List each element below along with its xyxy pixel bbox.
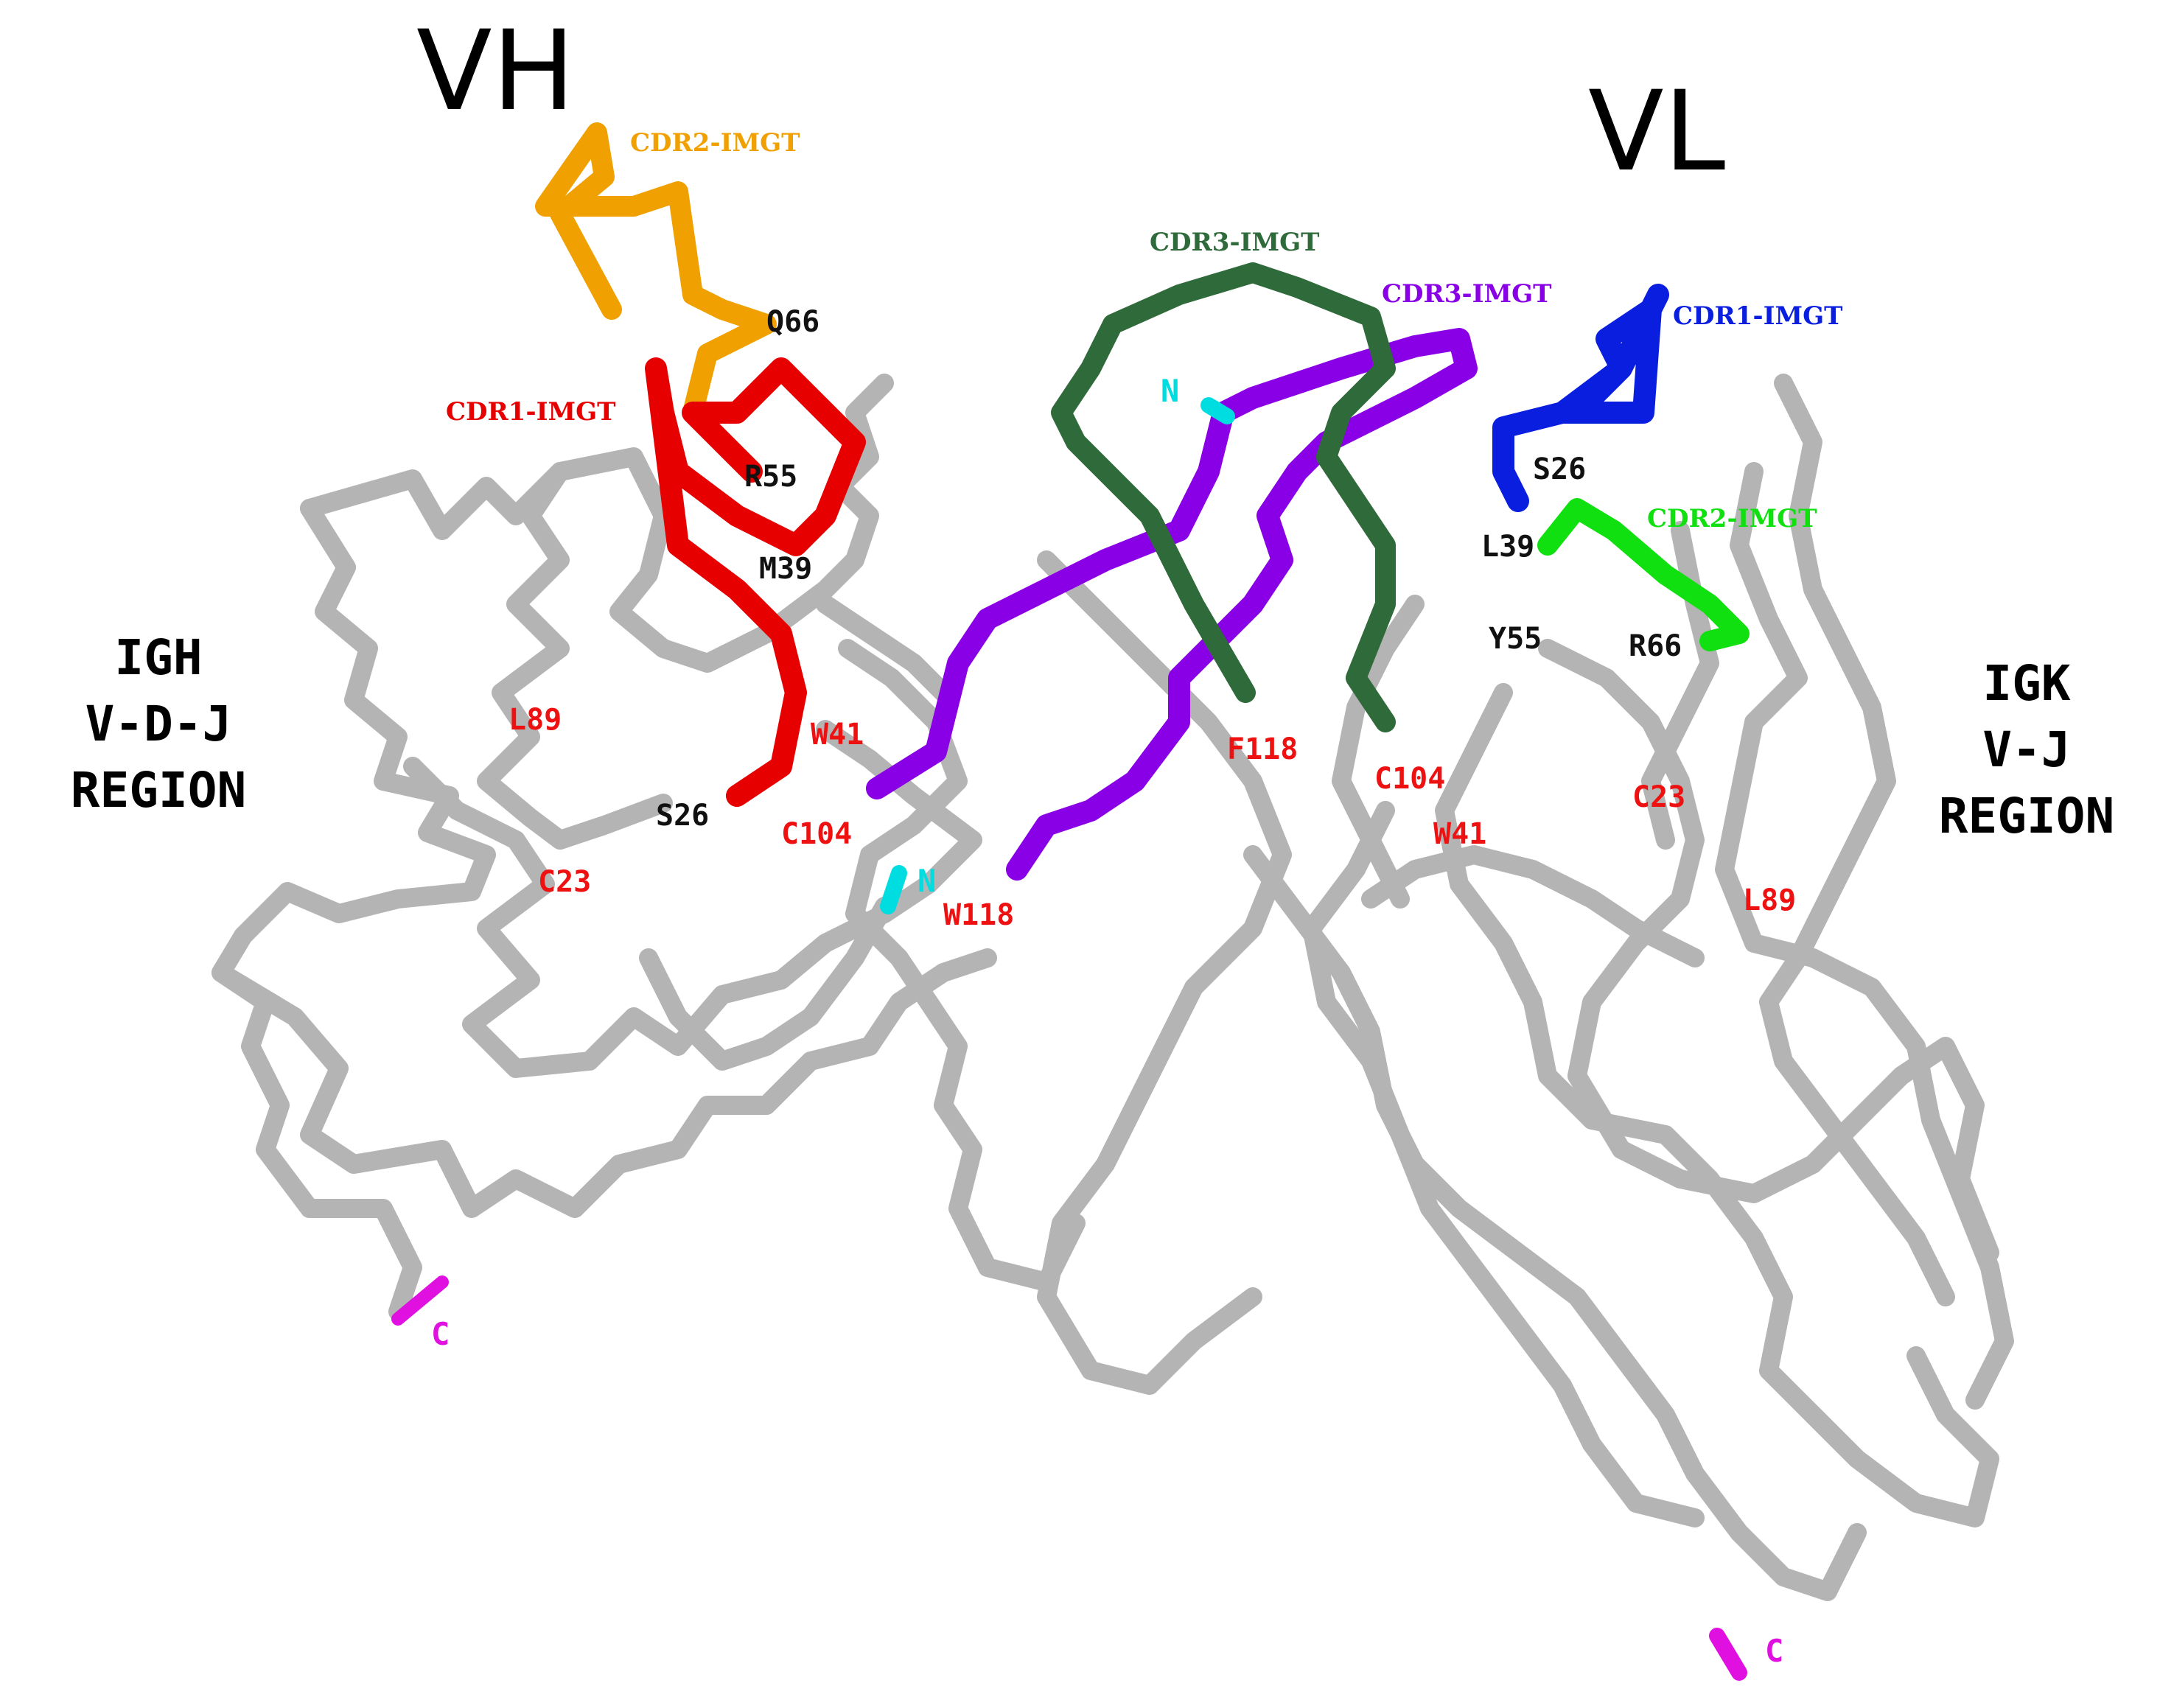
vl-n-terminus-label: N <box>1161 373 1179 409</box>
vl-c-terminus-marker <box>1709 1628 1747 1681</box>
igh-region-line-2: V-D-J <box>85 696 232 752</box>
vh-cdr1-label: CDR1-IMGT <box>446 397 615 427</box>
vl-cdr3-loop <box>1051 262 1396 732</box>
vh-c-terminus-label: C <box>431 1316 450 1352</box>
igk-region-label: IGK V-J REGION <box>1939 655 2114 844</box>
vh-cdr3-loop <box>866 328 1478 881</box>
vl-residue-y55: Y55 <box>1489 622 1542 656</box>
vh-cdr2-label: CDR2-IMGT <box>630 128 800 158</box>
vl-n-terminus-marker <box>1200 397 1235 424</box>
vl-cdr2-label: CDR2-IMGT <box>1647 504 1817 533</box>
igh-region-line-3: REGION <box>71 762 246 819</box>
vl-c-terminus-label: C <box>1765 1633 1783 1669</box>
vh-residue-m39: M39 <box>759 552 812 586</box>
vh-n-terminus-label: N <box>918 863 936 899</box>
vl-residue-w41: W41 <box>1433 817 1486 851</box>
vl-cdr1-label: CDR1-IMGT <box>1673 301 1842 331</box>
igh-region-line-1: IGH <box>114 629 202 686</box>
igk-region-line-2: V-J <box>1982 721 2070 778</box>
vl-domain-title: VL <box>1588 68 1725 196</box>
vl-framework-trace <box>1037 374 2014 1601</box>
vh-domain-title: VH <box>416 7 575 136</box>
vl-cdr2-loop <box>1537 498 1750 651</box>
igk-region-line-1: IGK <box>1982 655 2070 712</box>
vl-residue-r66: R66 <box>1629 629 1682 663</box>
vl-residue-s26: S26 <box>1533 452 1586 486</box>
igh-region-label: IGH V-D-J REGION <box>71 629 246 819</box>
vl-cdr3-label: CDR3-IMGT <box>1150 228 1319 257</box>
vh-n-terminus-marker <box>880 865 907 914</box>
vl-residue-f118: F118 <box>1227 732 1298 766</box>
vh-cdr1-loop <box>645 357 866 807</box>
vh-residue-c23: C23 <box>538 865 591 899</box>
igk-region-line-3: REGION <box>1939 788 2114 844</box>
vh-cdr3-label: CDR3-IMGT <box>1382 279 1551 309</box>
vh-residue-c104: C104 <box>781 817 852 851</box>
vl-residue-l89: L89 <box>1743 883 1796 917</box>
vh-residue-w118: W118 <box>943 898 1014 932</box>
vh-residue-w41: W41 <box>811 718 864 752</box>
vh-residue-q66: Q66 <box>766 305 819 339</box>
vl-residue-c23: C23 <box>1632 780 1685 814</box>
vl-residue-l39: L39 <box>1481 530 1534 564</box>
vl-residue-c104: C104 <box>1374 762 1445 796</box>
vh-c-terminus-marker <box>391 1275 449 1326</box>
vl-cdr1-loop <box>1492 284 1669 512</box>
vh-residue-r55: R55 <box>744 460 797 494</box>
vh-framework-trace <box>212 374 1086 1321</box>
vh-residue-s26: S26 <box>656 799 709 833</box>
vh-residue-l89: L89 <box>508 703 562 737</box>
